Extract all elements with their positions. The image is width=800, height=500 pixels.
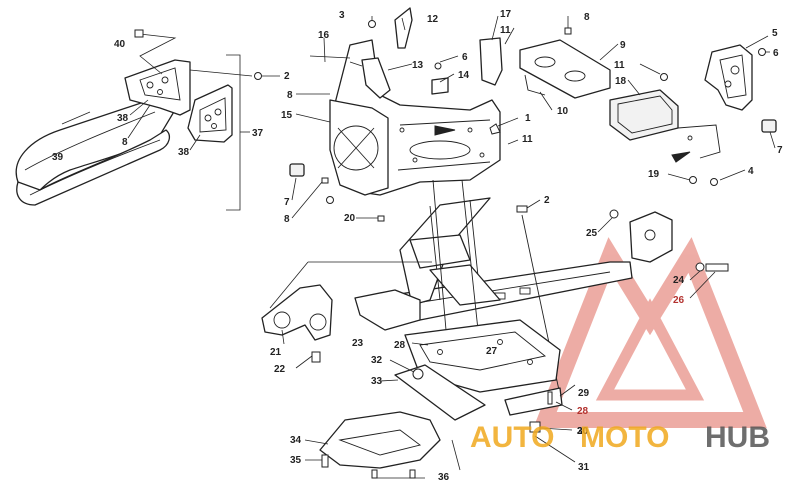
- callout-34: 34: [290, 435, 302, 446]
- callout-25: 25: [586, 228, 598, 239]
- callout-13: 13: [412, 60, 424, 71]
- callout-2c: 2: [577, 426, 583, 437]
- callout-16: 16: [318, 30, 330, 41]
- callout-20: 20: [344, 213, 356, 224]
- callout-11c: 11: [614, 60, 625, 71]
- callout-30: 30: [577, 426, 589, 437]
- callout-31: 31: [578, 462, 590, 473]
- callout-15: 15: [281, 110, 293, 121]
- callout-32: 32: [371, 355, 383, 366]
- callout-24: 24: [673, 275, 685, 286]
- watermark-moto: MOTO: [580, 421, 669, 454]
- callout-36: 36: [438, 472, 450, 483]
- callout-1: 1: [525, 113, 531, 124]
- callout-9: 9: [620, 40, 626, 51]
- upper-plate: [519, 39, 619, 111]
- watermark-text: AUTO MOTO HUB: [470, 421, 770, 454]
- mounting-bracket: [704, 35, 777, 149]
- skid-plate-assembly: [304, 319, 576, 479]
- callout-37: 37: [252, 128, 264, 139]
- callout-3: 3: [339, 10, 345, 21]
- callout-8: 8: [122, 137, 128, 148]
- callout-21: 21: [270, 347, 282, 358]
- callout-38: 38: [117, 113, 129, 124]
- callout-8c: 8: [584, 12, 590, 23]
- callout-27: 27: [486, 346, 498, 357]
- callout-28: 28: [394, 340, 406, 351]
- callout-40: 40: [114, 39, 126, 50]
- callout-33: 33: [371, 376, 383, 387]
- callout-6: 6: [462, 52, 468, 63]
- callout-26: 26: [673, 295, 685, 306]
- callout-12: 12: [427, 14, 439, 25]
- callout-14: 14: [458, 70, 470, 81]
- callout-39: 39: [52, 152, 64, 163]
- callout-7: 7: [284, 197, 290, 208]
- callout-7b: 7: [777, 145, 783, 156]
- callout-labels: 1 2 2 2 3 4 5 6 6 7 7 8 8 8 8 9 10 11 11…: [52, 9, 783, 483]
- callout-5: 5: [772, 28, 778, 39]
- callout-8d: 8: [284, 214, 290, 225]
- callout-11b: 11: [522, 134, 533, 145]
- callout-35: 35: [290, 455, 302, 466]
- callout-11: 11: [500, 25, 511, 36]
- callout-38b: 38: [178, 147, 190, 158]
- control-module: [609, 63, 746, 186]
- callout-2: 2: [284, 71, 290, 82]
- callout-10: 10: [557, 106, 569, 117]
- front-bulkhead-assembly: [289, 7, 572, 222]
- front-bumper-assembly: [15, 29, 280, 211]
- callout-18: 18: [615, 76, 627, 87]
- callout-28b: 28: [577, 406, 589, 417]
- watermark-auto: AUTO: [470, 421, 554, 454]
- callout-19: 19: [648, 169, 660, 180]
- chassis-frame: [261, 179, 729, 396]
- callout-29: 29: [578, 388, 590, 399]
- callout-22: 22: [274, 364, 286, 375]
- callout-6b: 6: [773, 48, 779, 59]
- watermark-hub: HUB: [705, 421, 770, 454]
- callout-8b: 8: [287, 90, 293, 101]
- callout-23: 23: [352, 338, 364, 349]
- callout-4: 4: [748, 166, 754, 177]
- callout-17: 17: [500, 9, 512, 20]
- callout-2b: 2: [544, 195, 550, 206]
